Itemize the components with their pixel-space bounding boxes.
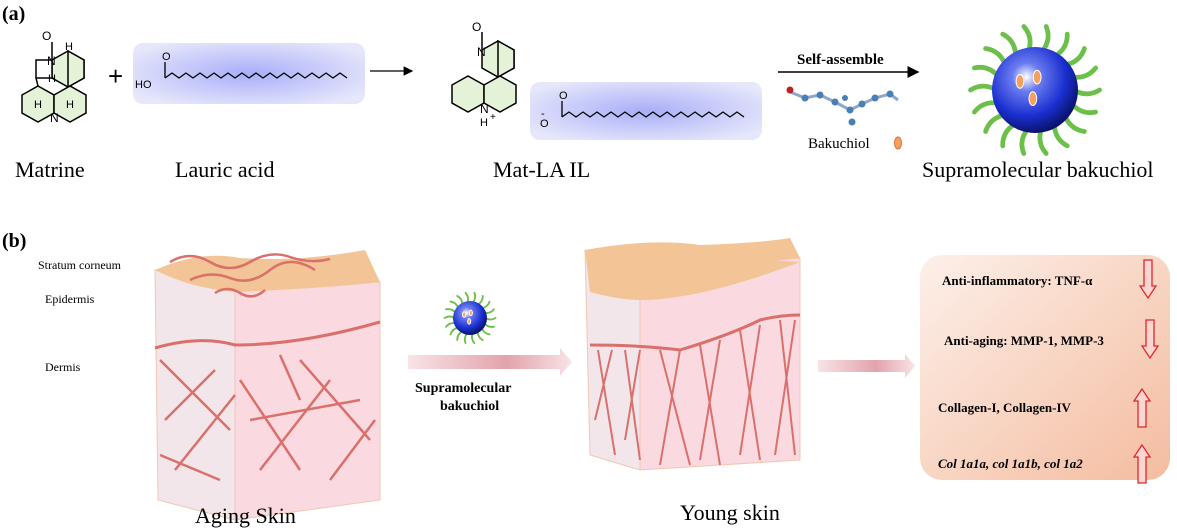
charge-minus: - xyxy=(541,108,545,120)
young-skin-cube xyxy=(584,238,801,471)
bakuchiol-oval-icon xyxy=(1015,74,1025,89)
up-arrow-icon xyxy=(1132,443,1152,484)
self-assemble-label: Self-assemble xyxy=(797,52,884,68)
supramolecular-nanoparticle-small-icon xyxy=(443,291,497,345)
atom-h: H xyxy=(48,73,56,85)
atom-o: O xyxy=(42,29,51,43)
matrine-structure xyxy=(21,42,87,123)
aging-skin-label: Aging Skin xyxy=(195,503,296,528)
down-arrow-icon xyxy=(1140,319,1160,360)
result-arrow xyxy=(818,354,915,378)
bakuchiol-oval-icon xyxy=(894,136,902,150)
aging-skin-cube xyxy=(154,250,381,521)
product-label: Supramolecular bakuchiol xyxy=(922,157,1154,182)
treatment-label-line2: bakuchiol xyxy=(440,399,499,414)
mat-la-il-structure xyxy=(451,32,517,113)
young-skin-label: Young skin xyxy=(680,500,780,525)
panel-b-label: (b) xyxy=(2,230,26,252)
laurate-box xyxy=(530,82,762,140)
atom-h: H xyxy=(480,117,488,129)
bakuchiol-oval-icon xyxy=(1028,91,1038,106)
laurate-chain xyxy=(561,111,745,118)
mat-la-il-label: Mat-LA IL xyxy=(493,157,590,182)
atom-o: O xyxy=(559,90,568,102)
atom-n: N xyxy=(477,45,486,59)
matrine-label: Matrine xyxy=(15,157,85,182)
atom-ho: HO xyxy=(135,79,152,91)
lauric-acid-chain xyxy=(164,72,348,79)
up-arrow-icon xyxy=(1132,387,1152,428)
effect-text: Col 1a1a, col 1a1b, col 1a2 xyxy=(938,456,1083,471)
atom-o: O xyxy=(162,51,171,63)
lauric-acid-label: Lauric acid xyxy=(175,157,275,182)
core xyxy=(453,301,487,335)
atom-n: N xyxy=(47,54,56,68)
effect-text: Collagen-I, Collagen-IV xyxy=(938,400,1072,415)
bakuchiol-oval-icon xyxy=(468,309,473,317)
plus-sign: + xyxy=(108,61,123,91)
dermis-label: Dermis xyxy=(45,360,81,374)
treatment-arrow xyxy=(408,348,572,376)
effect-text: Anti-inflammatory: TNF-α xyxy=(942,273,1093,288)
panel-a-label: (a) xyxy=(2,3,25,25)
atom-o: O xyxy=(472,20,481,34)
effect-text: Anti-aging: MMP-1, MMP-3 xyxy=(944,333,1104,348)
supramolecular-nanoparticle-icon xyxy=(968,24,1102,156)
atom-n: N xyxy=(480,102,489,116)
epidermis-label: Epidermis xyxy=(45,292,95,306)
atom-o-minus: O xyxy=(540,118,549,130)
effects-box xyxy=(920,255,1170,480)
bakuchiol-oval-icon xyxy=(462,311,467,318)
atom-n: N xyxy=(50,111,59,125)
treatment-label-line1: Supramolecular xyxy=(415,381,511,396)
bakuchiol-oval-icon xyxy=(1032,69,1042,85)
down-arrow-icon xyxy=(1138,259,1158,300)
charge-plus: + xyxy=(490,112,496,123)
lauric-acid-box xyxy=(133,43,365,104)
atom-h: H xyxy=(34,99,42,111)
bakuchiol-label: Bakuchiol xyxy=(808,136,870,152)
atom-h: H xyxy=(66,99,74,111)
atom-h: H xyxy=(65,41,73,53)
bakuchiol-oval-icon xyxy=(467,318,472,325)
core xyxy=(992,47,1078,133)
bakuchiol-molecule xyxy=(786,86,899,126)
stratum-corneum-label: Stratum corneum xyxy=(38,258,122,272)
